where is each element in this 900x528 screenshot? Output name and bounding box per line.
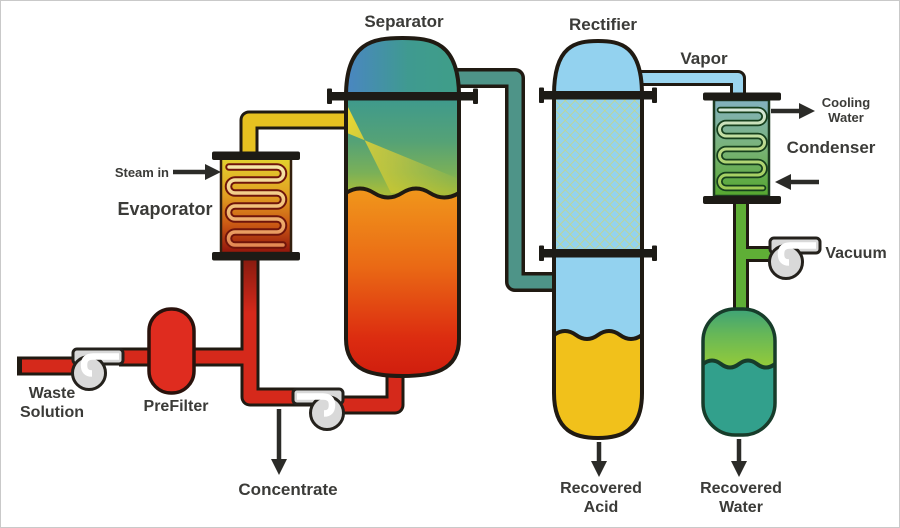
- waste-solution-label-line1: Waste: [29, 385, 76, 402]
- separator-dome: [346, 38, 459, 100]
- cooling-water-out-arrow-head: [799, 103, 815, 119]
- evaporator-top-plate: [212, 151, 300, 160]
- diagram-labels: Separator Rectifier Vapor Cooling Water …: [20, 12, 887, 516]
- concentrate-recycle-pump: [293, 389, 344, 430]
- heated-feed-pipe: [239, 110, 351, 159]
- rectifier-acid-liquid: [554, 331, 642, 438]
- recovered-water-label-line1: Recovered: [700, 480, 782, 497]
- cooling-water-label-line1: Cooling: [822, 95, 870, 110]
- overhead-vapor-pipe: [455, 68, 559, 292]
- separator-spray: [347, 105, 459, 193]
- steam-in-arrow-head: [205, 164, 221, 180]
- separator-liquid: [346, 188, 459, 376]
- vapor-pipe: [639, 70, 746, 98]
- rectifier-upper-tick-right: [652, 87, 657, 103]
- condenser-unit: [703, 92, 781, 204]
- separator-label: Separator: [364, 12, 444, 31]
- evaporator-bottom-plate: [212, 252, 300, 261]
- concentrate-label: Concentrate: [238, 480, 337, 499]
- recovered-acid-label-line1: Recovered: [560, 480, 642, 497]
- evaporator-coil: [226, 165, 286, 247]
- riser-pipe: [243, 257, 317, 404]
- concentrate-arrow-head: [271, 459, 287, 475]
- condenser-top-plate: [703, 92, 781, 101]
- rectifier-lower-tick-left: [539, 245, 544, 261]
- recovered-acid-label-line2: Acid: [584, 499, 619, 516]
- water-level-line: [701, 358, 777, 370]
- riser-pipe-outline: [240, 257, 317, 407]
- rectifier-liquid-level-line: [552, 329, 644, 341]
- separator-flange-tick-left: [327, 88, 332, 104]
- rectifier-upper-band: [541, 91, 655, 100]
- vacuum-pump: [770, 238, 821, 279]
- rectifier-packing: [556, 99, 640, 249]
- separator-flange-tick-right: [473, 88, 478, 104]
- water-vessel-liquid: [703, 360, 775, 435]
- condenser-label: Condenser: [787, 138, 876, 157]
- recovered-water-vessel: [701, 307, 777, 437]
- recovered-water-label-line2: Water: [719, 499, 763, 516]
- rectifier-upper-tick-left: [539, 87, 544, 103]
- flow-arrows: [173, 103, 819, 477]
- rectifier-lower-tick-right: [652, 245, 657, 261]
- separator-liquid-level-line: [344, 186, 461, 200]
- prefilter-vessel: [147, 307, 196, 395]
- rectifier-lower-band: [541, 249, 655, 258]
- prefilter-label: PreFilter: [144, 398, 209, 415]
- rectifier-to-condenser-pipe: [639, 73, 743, 98]
- vacuum-label: Vacuum: [825, 245, 886, 262]
- waste-feed-pump: [73, 349, 124, 390]
- separator-to-rectifier-pipe: [455, 71, 559, 289]
- condenser-coil: [718, 108, 766, 190]
- rectifier-vessel: [539, 38, 657, 441]
- vapor-label: Vapor: [680, 49, 728, 68]
- condensate-piping: [733, 200, 773, 315]
- separator-vessel: [327, 35, 478, 379]
- evaporator-label: Evaporator: [117, 199, 212, 219]
- evaporator-outlet-pipe: [242, 113, 351, 159]
- separator-flange-band: [329, 92, 476, 101]
- cooling-water-in-arrow-head: [775, 174, 791, 190]
- steam-in-label: Steam in: [115, 165, 169, 180]
- red-feed-piping: [17, 257, 405, 415]
- evaporator-unit: [212, 151, 300, 261]
- rectifier-label: Rectifier: [569, 15, 637, 34]
- recovered-acid-arrow-head: [591, 461, 607, 477]
- cooling-water-label-line2: Water: [828, 110, 864, 125]
- condenser-bottom-plate: [703, 196, 781, 204]
- water-vessel-outline: [701, 307, 777, 437]
- waste-solution-label-line2: Solution: [20, 404, 84, 421]
- recovered-water-arrow-head: [731, 461, 747, 477]
